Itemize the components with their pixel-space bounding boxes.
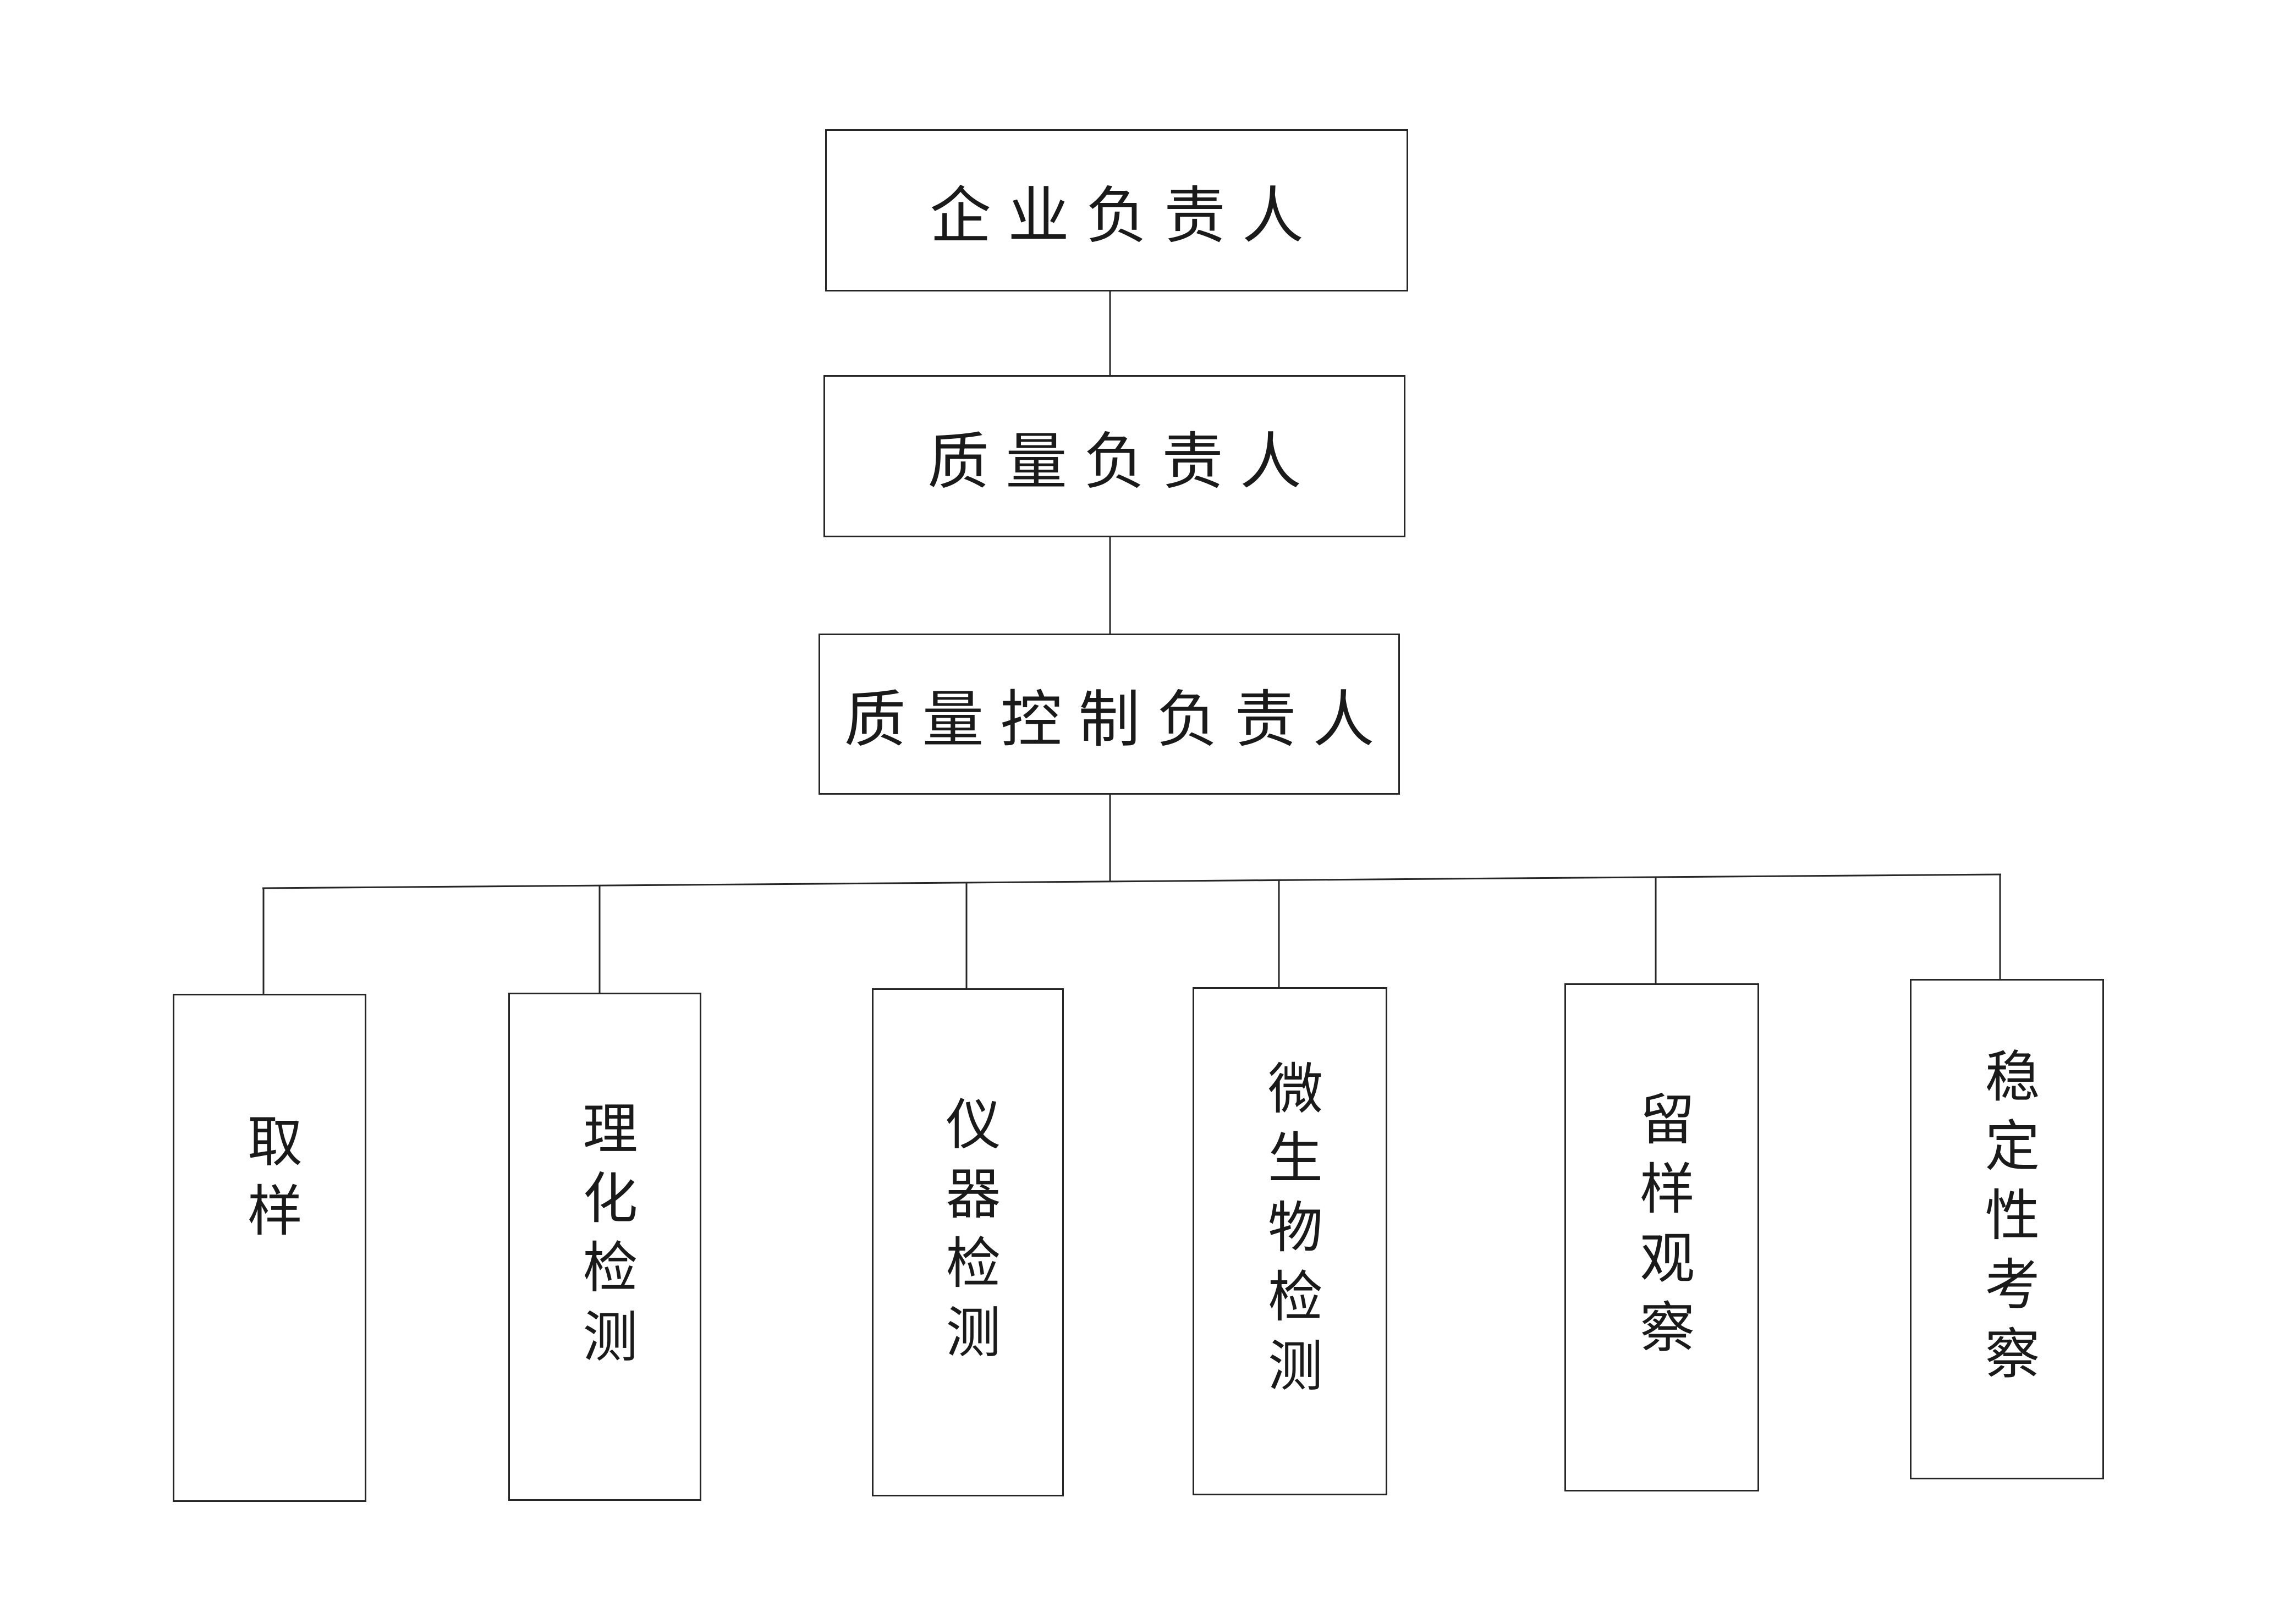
node-label: 取样 [239,1113,300,1251]
node-retained-sample-observation: 留样观察 [1564,983,1759,1491]
node-label: 企业负责人 [930,182,1320,251]
node-enterprise-head: 企业负责人 [825,129,1408,291]
node-label: 稳定性考察 [1976,1048,2037,1394]
node-label: 质量控制负责人 [844,686,1391,755]
node-physicochemical-testing: 理化检测 [508,993,701,1501]
node-microbiological-testing: 微生物检测 [1193,987,1387,1495]
node-label: 微生物检测 [1259,1060,1321,1406]
node-label: 理化检测 [574,1100,635,1377]
node-label: 留样观察 [1631,1091,1693,1368]
edge-distribution-bus [262,873,2002,889]
node-quality-control-head: 质量控制负责人 [819,634,1400,795]
node-label: 仪器检测 [937,1095,998,1373]
node-quality-head: 质量负责人 [823,375,1405,537]
node-sampling: 取样 [173,994,366,1502]
node-stability-study: 稳定性考察 [1910,979,2104,1479]
node-instrument-testing: 仪器检测 [872,988,1064,1496]
node-label: 质量负责人 [927,428,1318,497]
